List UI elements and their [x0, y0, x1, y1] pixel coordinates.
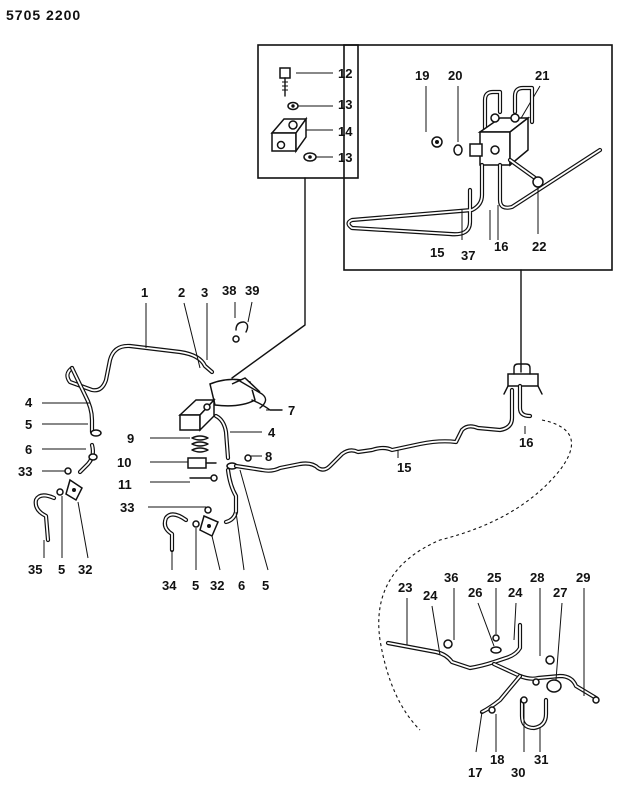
valve-detail-box	[257, 44, 359, 179]
callout-8: 8	[265, 449, 272, 464]
bracket-32-center	[199, 514, 219, 538]
hose-31	[519, 697, 549, 731]
clip-33-left	[64, 467, 72, 475]
callout-16: 16	[519, 435, 533, 450]
callout-24: 24	[423, 588, 438, 603]
callout-6-left: 6	[25, 442, 32, 457]
callout-28: 28	[530, 570, 544, 585]
callout-38: 38	[222, 283, 236, 298]
callout-21: 21	[535, 68, 549, 83]
callout-15-inset: 15	[430, 245, 444, 260]
callout-2: 2	[178, 285, 185, 300]
callout-25: 25	[487, 570, 501, 585]
callout-17: 17	[468, 765, 482, 780]
callout-34: 34	[162, 578, 177, 593]
bolt-12	[279, 67, 291, 97]
hose-35	[33, 493, 57, 543]
fitting-19	[431, 136, 443, 148]
washer-13b	[303, 152, 317, 162]
callout-13: 13	[338, 97, 352, 112]
fitting-20	[453, 144, 463, 156]
washer-13a	[287, 101, 299, 111]
bolt-11	[189, 474, 218, 482]
clip-6-left	[88, 453, 98, 461]
clip-5-upper-left	[90, 429, 102, 437]
fitting-22	[532, 176, 544, 188]
callout-37: 37	[461, 248, 475, 263]
callout-14: 14	[338, 124, 353, 139]
hose-34	[162, 512, 189, 553]
callout-19: 19	[415, 68, 429, 83]
callout-32-center: 32	[210, 578, 224, 593]
master-cylinder-7	[209, 377, 283, 411]
callout-30: 30	[511, 765, 525, 780]
valve-block-14	[270, 116, 308, 154]
callout-18: 18	[490, 752, 504, 767]
callout-4-right: 4	[268, 425, 276, 440]
callout-15: 15	[397, 460, 411, 475]
callout-6-center: 6	[238, 578, 245, 593]
callout-20: 20	[448, 68, 462, 83]
diagram-code: 5705 2200	[6, 7, 81, 23]
valve-body-21	[469, 85, 535, 167]
callout-33-left: 33	[18, 464, 32, 479]
bolt-10	[187, 457, 217, 469]
outlet-detail-box	[343, 44, 613, 271]
callout-26: 26	[468, 585, 482, 600]
callout-24-right: 24	[508, 585, 523, 600]
callout-5-lower-left: 5	[58, 562, 65, 577]
callout-23: 23	[398, 580, 412, 595]
callout-7: 7	[288, 403, 295, 418]
callout-3: 3	[201, 285, 208, 300]
callout-13-lower: 13	[338, 150, 352, 165]
callout-29: 29	[576, 570, 590, 585]
callout-11: 11	[118, 477, 132, 492]
callout-22: 22	[532, 239, 546, 254]
callout-9: 9	[127, 431, 134, 446]
proportioning-valve-14	[178, 398, 216, 432]
rear-fittings	[443, 634, 600, 714]
callout-32-left: 32	[78, 562, 92, 577]
clip-38-39	[232, 321, 249, 343]
callout-10: 10	[117, 455, 131, 470]
callout-33-center: 33	[120, 500, 134, 515]
bracket-32-left	[65, 478, 83, 502]
callout-5-center: 5	[192, 578, 199, 593]
spring-9	[191, 435, 209, 453]
callout-5-upper-left: 5	[25, 417, 32, 432]
callout-5-right: 5	[262, 578, 269, 593]
callout-16-inset: 16	[494, 239, 508, 254]
callout-12: 12	[338, 66, 352, 81]
callout-4: 4	[25, 395, 33, 410]
callout-27: 27	[553, 585, 567, 600]
callout-31: 31	[534, 752, 548, 767]
clip-8	[244, 454, 252, 462]
callout-35: 35	[28, 562, 42, 577]
callout-39: 39	[245, 283, 259, 298]
callout-36: 36	[444, 570, 458, 585]
rear-connector	[503, 363, 543, 419]
callout-1: 1	[141, 285, 148, 300]
